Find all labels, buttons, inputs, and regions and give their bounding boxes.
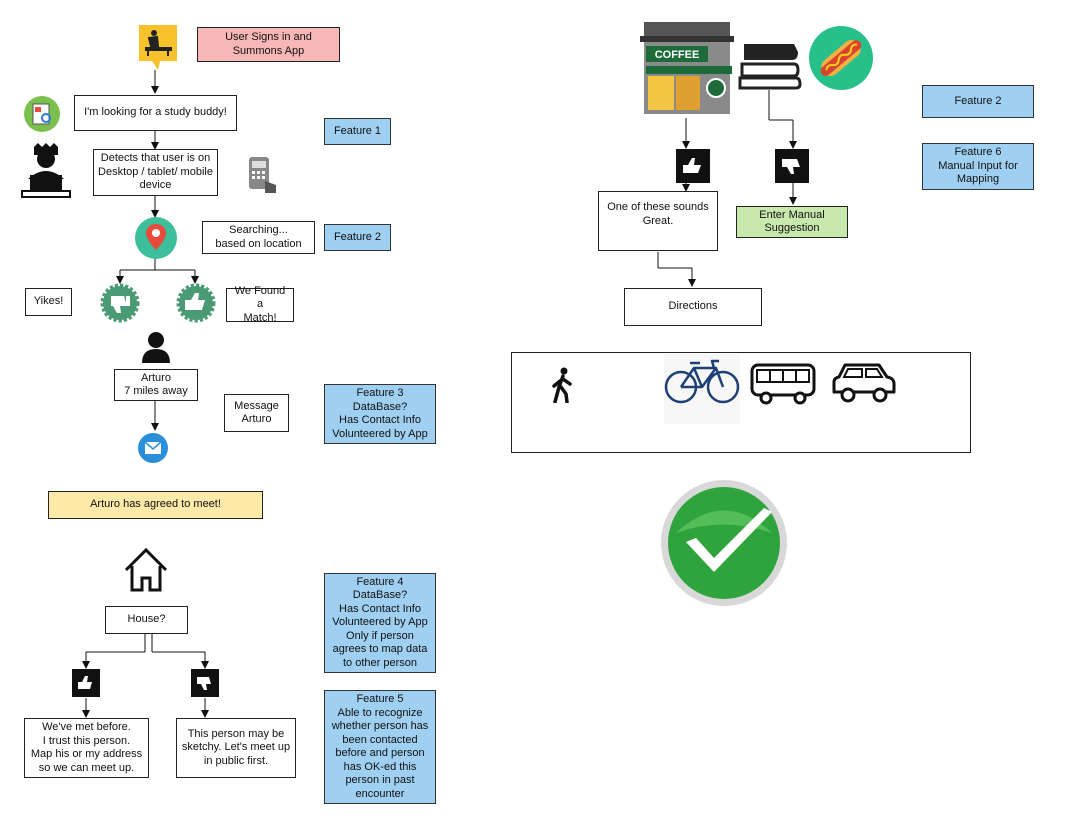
feature-2-right: Feature 2 bbox=[922, 85, 1034, 118]
bicycle-icon[interactable] bbox=[664, 354, 740, 424]
coffee-shop-icon: COFFEE bbox=[640, 22, 734, 114]
detects-device-step: Detects that user is on Desktop / tablet… bbox=[93, 149, 218, 196]
location-pin-icon bbox=[135, 217, 177, 259]
tablet-icon bbox=[249, 157, 276, 193]
met-before-outcome: We've met before. I trust this person. M… bbox=[24, 718, 149, 778]
hotdog-icon bbox=[809, 26, 873, 90]
feature-4: Feature 4 DataBase? Has Contact Info Vol… bbox=[324, 573, 436, 673]
desk-person-icon bbox=[139, 25, 177, 70]
coffee-sign-text: COFFEE bbox=[655, 49, 700, 61]
books-icon bbox=[738, 44, 802, 90]
car-icon[interactable] bbox=[830, 360, 898, 406]
sounds-great-step: One of these sounds Great. bbox=[598, 191, 718, 251]
signin-step: User Signs in and Summons App bbox=[197, 27, 340, 62]
message-arturo-label: Message Arturo bbox=[224, 394, 289, 432]
thumbs-down-icon bbox=[191, 669, 219, 697]
browser-icon bbox=[24, 96, 60, 132]
house-question: House? bbox=[105, 606, 188, 634]
thumbs-down-icon bbox=[775, 149, 809, 183]
searching-step: Searching... based on location bbox=[202, 221, 315, 254]
study-buddy-step: I'm looking for a study buddy! bbox=[74, 95, 237, 131]
thumbs-up-icon bbox=[676, 149, 710, 183]
match-found-label: We Found a Match! bbox=[226, 285, 294, 324]
travel-mode-panel bbox=[511, 352, 971, 453]
thumbs-up-badge-icon bbox=[176, 283, 216, 323]
thumbs-up-icon bbox=[72, 669, 100, 697]
walk-icon[interactable] bbox=[550, 367, 576, 403]
feature-1: Feature 1 bbox=[324, 118, 391, 145]
house-icon bbox=[124, 547, 168, 592]
person-icon bbox=[142, 332, 170, 363]
bus-icon[interactable] bbox=[750, 362, 816, 406]
checkmark-icon bbox=[661, 480, 787, 606]
feature-5: Feature 5 Able to recognize whether pers… bbox=[324, 690, 436, 804]
feature-2-left: Feature 2 bbox=[324, 224, 391, 251]
manual-suggestion-step: Enter Manual Suggestion bbox=[736, 206, 848, 238]
yikes-label: Yikes! bbox=[25, 288, 72, 316]
feature-3: Feature 3 DataBase? Has Contact Info Vol… bbox=[324, 384, 436, 444]
arturo-result: Arturo 7 miles away bbox=[114, 369, 198, 401]
agreed-banner: Arturo has agreed to meet! bbox=[48, 491, 263, 519]
email-icon bbox=[138, 433, 168, 463]
thumbs-down-badge-icon bbox=[100, 283, 140, 323]
laptop-user-icon bbox=[21, 143, 71, 198]
feature-6: Feature 6 Manual Input for Mapping bbox=[922, 143, 1034, 190]
sketchy-outcome: This person may be sketchy. Let's meet u… bbox=[176, 718, 296, 778]
directions-step: Directions bbox=[624, 288, 762, 326]
